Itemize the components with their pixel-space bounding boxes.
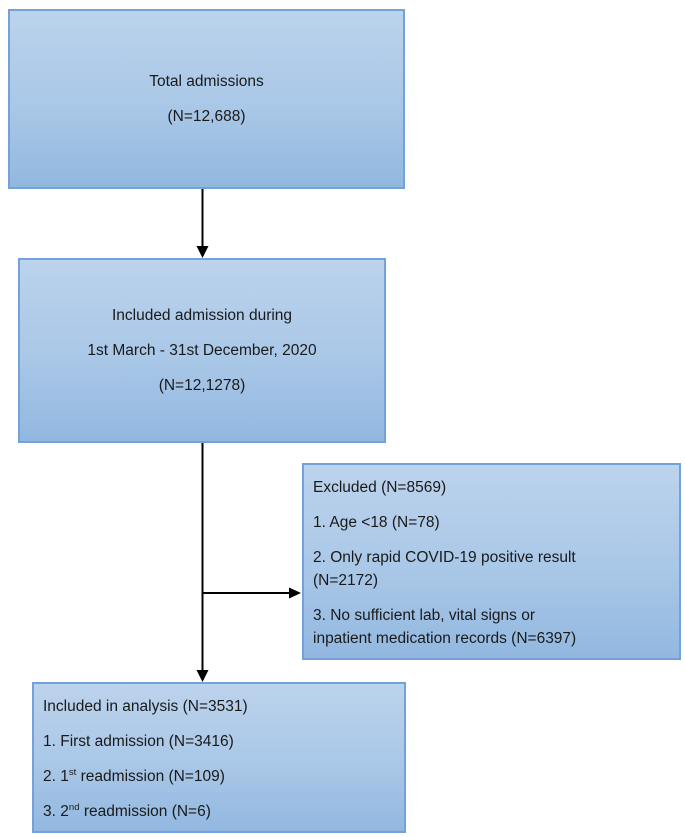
excluded-item-3-line-1: 3. No sufficient lab, vital signs or bbox=[313, 607, 535, 624]
arrow-branch-to-excluded-head bbox=[289, 587, 301, 599]
excluded-item-3-line-2: inpatient medication records (N=6397) bbox=[313, 630, 577, 647]
total-admissions-count: (N=12,688) bbox=[167, 108, 246, 125]
excluded-item-1-line: 1. Age <18 (N=78) bbox=[313, 514, 440, 531]
analysis-item-2-post: readmission (N=109) bbox=[76, 768, 225, 785]
excluded-title: Excluded (N=8569) bbox=[313, 479, 447, 496]
excluded-item-1: 1. Age <18 (N=78) bbox=[313, 511, 671, 534]
analysis-item-3-pre: 3. 2 bbox=[43, 803, 69, 820]
analysis-item-3: 3. 2nd readmission (N=6) bbox=[43, 800, 396, 823]
excluded-item-2-line-1: 2. Only rapid COVID-19 positive result bbox=[313, 549, 576, 566]
included-admissions-count: (N=12,1278) bbox=[158, 377, 246, 394]
arrow-total-to-included-head bbox=[196, 246, 209, 258]
included-admissions-label: Included admission during bbox=[111, 307, 293, 324]
included-admissions-period: 1st March - 31st December, 2020 bbox=[87, 342, 317, 359]
excluded-item-3: 3. No sufficient lab, vital signs or inp… bbox=[313, 604, 671, 650]
analysis-item-3-post: readmission (N=6) bbox=[79, 803, 211, 820]
analysis-item-3-sup: nd bbox=[68, 801, 80, 813]
excluded-item-2: 2. Only rapid COVID-19 positive result (… bbox=[313, 546, 671, 592]
analysis-item-2: 2. 1st readmission (N=109) bbox=[43, 765, 396, 788]
box-included-in-analysis: Included in analysis (N=3531) 1. First a… bbox=[32, 682, 406, 833]
analysis-item-2-sup: st bbox=[68, 766, 77, 778]
analysis-item-2-pre: 2. 1 bbox=[43, 768, 69, 785]
excluded-item-2-line-2: (N=2172) bbox=[313, 572, 379, 589]
analysis-title: Included in analysis (N=3531) bbox=[43, 698, 248, 715]
box-included-admissions: Included admission during 1st March - 31… bbox=[18, 258, 386, 443]
total-admissions-label: Total admissions bbox=[149, 73, 264, 90]
arrow-included-to-analysis-head bbox=[196, 670, 209, 682]
analysis-item-1: 1. First admission (N=3416) bbox=[43, 733, 234, 750]
box-excluded: Excluded (N=8569) 1. Age <18 (N=78) 2. O… bbox=[302, 463, 681, 660]
box-total-admissions: Total admissions (N=12,688) bbox=[8, 9, 405, 189]
